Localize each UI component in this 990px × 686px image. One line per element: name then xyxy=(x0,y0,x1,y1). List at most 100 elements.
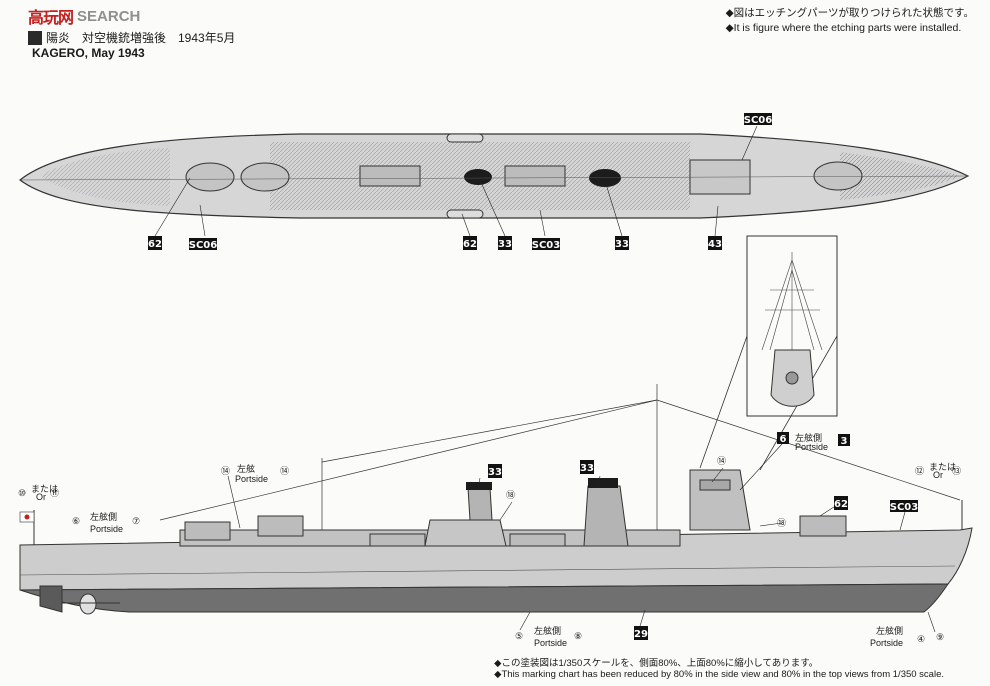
svg-text:左舷側: 左舷側 xyxy=(795,432,822,443)
top-torpedo-tube-aft xyxy=(359,165,421,187)
svg-text:SC06: SC06 xyxy=(744,115,772,126)
side-turret-aft xyxy=(184,521,231,541)
side-view: 33 33 6 左舷側 Portside 3 62 SC03 29 ⑭ xyxy=(18,384,973,648)
side-callout-4-9: 左舷側 Portside ④ ⑨ xyxy=(870,625,944,648)
top-view-bow-hatch xyxy=(840,152,960,200)
svg-text:Portside: Portside xyxy=(870,638,903,648)
side-funnel-fwd xyxy=(583,485,629,547)
svg-text:Portside: Portside xyxy=(235,474,268,484)
side-rudder xyxy=(39,585,63,613)
side-label-29: 29 xyxy=(634,626,648,640)
svg-text:6: 6 xyxy=(780,434,787,445)
svg-text:33: 33 xyxy=(488,467,502,478)
svg-text:33: 33 xyxy=(498,239,512,250)
side-label-33-b: 33 xyxy=(580,460,594,474)
top-turret-aft xyxy=(185,162,235,192)
svg-text:Portside: Portside xyxy=(90,524,123,534)
svg-text:⑭: ⑭ xyxy=(280,466,289,476)
svg-text:SC03: SC03 xyxy=(532,240,560,251)
side-label-6-portside: 6 左舷側 Portside 3 xyxy=(777,432,850,452)
svg-text:④: ④ xyxy=(917,634,925,644)
top-label-43: 43 xyxy=(708,236,722,250)
top-label-33-a: 33 xyxy=(498,236,512,250)
top-label-62-left: 62 xyxy=(148,236,162,250)
svg-text:左舷: 左舷 xyxy=(237,463,255,474)
top-label-33-b: 33 xyxy=(615,236,629,250)
english-title: KAGERO, May 1943 xyxy=(32,46,145,60)
top-turret-mid xyxy=(240,162,290,192)
side-torpedo-aft xyxy=(369,533,426,547)
etching-note-jp: ◆図はエッチングパーツが取りつけられた状態です。 xyxy=(725,7,974,19)
top-label-sc03: SC03 xyxy=(532,238,560,251)
etching-note-en: ◆It is figure where the etching parts we… xyxy=(725,22,962,34)
side-callout-14-portside: ⑭ 左舷 Portside ⑭ xyxy=(221,463,289,484)
side-funnel-aft xyxy=(467,487,493,521)
top-funnel-fwd xyxy=(589,169,621,187)
svg-text:⑨: ⑨ xyxy=(936,632,944,642)
svg-text:⑥: ⑥ xyxy=(72,516,80,526)
svg-text:または: または xyxy=(929,462,956,472)
side-label-62: 62 xyxy=(834,496,848,510)
top-label-sc06-left: SC06 xyxy=(189,238,217,251)
svg-text:29: 29 xyxy=(634,629,648,640)
scale-note-jp: ◆この塗装図は1/350スケールを、側面80%、上面80%に縮小してあります。 xyxy=(494,658,819,669)
title-block: 高玩网 SEARCH 陽炎 対空機銃増強後 1943年5月 KAGERO, Ma… xyxy=(28,4,235,60)
top-torpedo-tube-fwd xyxy=(504,165,566,187)
svg-text:Or: Or xyxy=(933,470,943,480)
top-turret-fwd xyxy=(813,161,863,191)
side-label-sc03: SC03 xyxy=(890,500,918,513)
side-callout-5-8: ⑤ 左舷側 Portside ⑧ xyxy=(515,625,582,648)
top-funnel-aft xyxy=(464,169,492,185)
top-view-stern-hatch xyxy=(40,148,170,206)
svg-text:62: 62 xyxy=(148,239,162,250)
svg-text:Portside: Portside xyxy=(534,638,567,648)
top-label-sc06-right: SC06 xyxy=(744,113,772,126)
svg-text:⑫: ⑫ xyxy=(915,466,924,476)
svg-text:33: 33 xyxy=(580,463,594,474)
svg-text:SC06: SC06 xyxy=(189,240,217,251)
svg-text:33: 33 xyxy=(615,239,629,250)
svg-text:3: 3 xyxy=(841,436,848,447)
side-callout-14-mast: ⑭ xyxy=(717,456,726,466)
svg-text:左舷側: 左舷側 xyxy=(534,625,561,636)
etching-note: ◆図はエッチングパーツが取りつけられた状態です。 ◆It is figure w… xyxy=(726,6,974,36)
svg-text:⑬: ⑬ xyxy=(952,466,961,476)
svg-text:または: または xyxy=(31,484,58,494)
top-view: SC06 62 SC06 62 33 SC03 33 43 xyxy=(19,113,970,251)
svg-text:⑤: ⑤ xyxy=(515,631,523,641)
svg-text:⑪: ⑪ xyxy=(50,488,59,498)
side-callout-6-7: ⑥ 左舷側 Portside ⑦ xyxy=(72,511,140,534)
svg-text:Portside: Portside xyxy=(795,442,828,452)
side-callout-18-a: ⑱ xyxy=(506,490,515,500)
side-propeller xyxy=(79,593,97,615)
side-turret-mid xyxy=(257,515,304,537)
ensign-flag-icon xyxy=(19,510,35,545)
svg-text:左舷側: 左舷側 xyxy=(90,511,117,522)
svg-text:⑧: ⑧ xyxy=(574,631,582,641)
search-watermark: SEARCH xyxy=(77,7,141,25)
svg-text:⑩: ⑩ xyxy=(18,488,26,498)
scale-note-en: ◆This marking chart has been reduced by … xyxy=(494,669,944,680)
side-callout-18-b: ⑱ xyxy=(777,518,786,528)
section-badge-icon xyxy=(28,30,42,45)
svg-text:62: 62 xyxy=(463,239,477,250)
svg-text:⑭: ⑭ xyxy=(221,466,230,476)
top-label-62-mid: 62 xyxy=(463,236,477,250)
side-label-33-a: 33 xyxy=(488,464,502,478)
side-funnel-aft-base xyxy=(424,519,507,547)
side-callout-10-11: ⑩ または Or ⑪ xyxy=(18,484,59,502)
svg-text:62: 62 xyxy=(834,499,848,510)
svg-text:43: 43 xyxy=(708,239,722,250)
svg-text:⑦: ⑦ xyxy=(132,516,140,526)
scale-note: ◆この塗装図は1/350スケールを、側面80%、上面80%に縮小してあります。 … xyxy=(494,658,944,680)
svg-text:左舷側: 左舷側 xyxy=(876,625,903,636)
svg-text:SC03: SC03 xyxy=(890,502,918,513)
japanese-title: 陽炎 対空機銃増強後 1943年5月 xyxy=(46,31,236,45)
site-logo: 高玩网 xyxy=(28,10,74,27)
side-callout-12-13: ⑫ または Or ⑬ xyxy=(915,462,961,480)
mast-detail-inset xyxy=(699,235,838,471)
side-bridge xyxy=(689,469,751,531)
side-turret-fwd xyxy=(799,515,847,537)
svg-text:Or: Or xyxy=(36,492,46,502)
